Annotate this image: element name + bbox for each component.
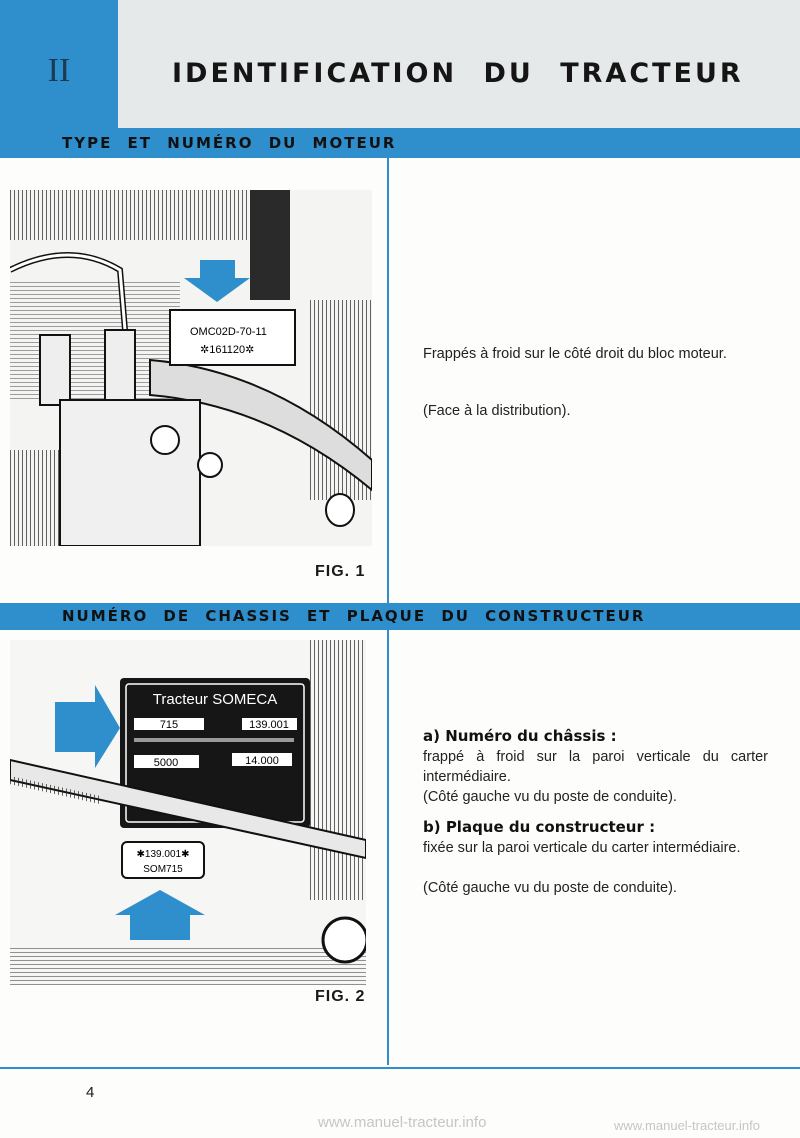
- chassis-stamp-line1: ✱139.001✱: [137, 849, 190, 860]
- engine-location-text: Frappés à froid sur le côté droit du blo…: [423, 346, 727, 362]
- engine-plate-line2: ✲161120✲: [200, 344, 254, 356]
- chassis-number-title: a) Numéro du châssis :: [423, 727, 617, 745]
- footer-rule: [0, 1067, 800, 1069]
- engine-plate-line1: OMC02D-70-11: [190, 326, 267, 338]
- figure-1-engine-illustration: OMC02D-70-11 ✲161120✲: [10, 190, 372, 546]
- watermark-center: www.manuel-tracteur.info: [318, 1114, 487, 1131]
- chassis-stamp-line2: SOM715: [143, 864, 183, 875]
- chassis-number-text: frappé à froid sur la paroi verticale du…: [423, 749, 768, 785]
- plate-type: 715: [160, 719, 178, 731]
- section-heading-chassis: NUMÉRO DE CHASSIS ET PLAQUE DU CONSTRUCT…: [62, 607, 646, 625]
- section-bar-engine: [0, 128, 800, 158]
- chapter-number: II: [47, 52, 71, 89]
- figure-2-chassis-illustration: Tracteur SOMECA 715 139.001 5000 14.000 …: [10, 640, 366, 985]
- chassis-number-note: (Côté gauche vu du poste de conduite).: [423, 789, 677, 805]
- watermark-right: www.manuel-tracteur.info: [614, 1118, 760, 1133]
- maker-plate-note: (Côté gauche vu du poste de conduite).: [423, 880, 677, 896]
- engine-location-note: (Face à la distribution).: [423, 403, 571, 419]
- arrow-down-icon: [184, 260, 250, 302]
- maker-plate-title: b) Plaque du constructeur :: [423, 818, 656, 836]
- page-number: 4: [86, 1084, 95, 1101]
- page-title: IDENTIFICATION DU TRACTEUR: [172, 58, 744, 89]
- arrow-right-icon: [55, 685, 120, 768]
- plate-brand: Tracteur SOMECA: [153, 691, 277, 708]
- title-band: [118, 0, 800, 128]
- plate-weight2: 14.000: [245, 755, 279, 767]
- section-heading-engine: TYPE ET NUMÉRO DU MOTEUR: [62, 134, 397, 152]
- column-divider: [387, 158, 389, 603]
- arrow-up-icon: [115, 890, 205, 940]
- section-bar-chassis: [0, 603, 800, 630]
- plate-serial: 139.001: [249, 719, 289, 731]
- figure-2-label: FIG. 2: [315, 988, 366, 1005]
- maker-plate-text: fixée sur la paroi verticale du carter i…: [423, 840, 741, 856]
- column-divider-2: [387, 630, 389, 1065]
- plate-weight1: 5000: [154, 757, 178, 769]
- figure-1-label: FIG. 1: [315, 563, 366, 580]
- chapter-block: [0, 0, 118, 128]
